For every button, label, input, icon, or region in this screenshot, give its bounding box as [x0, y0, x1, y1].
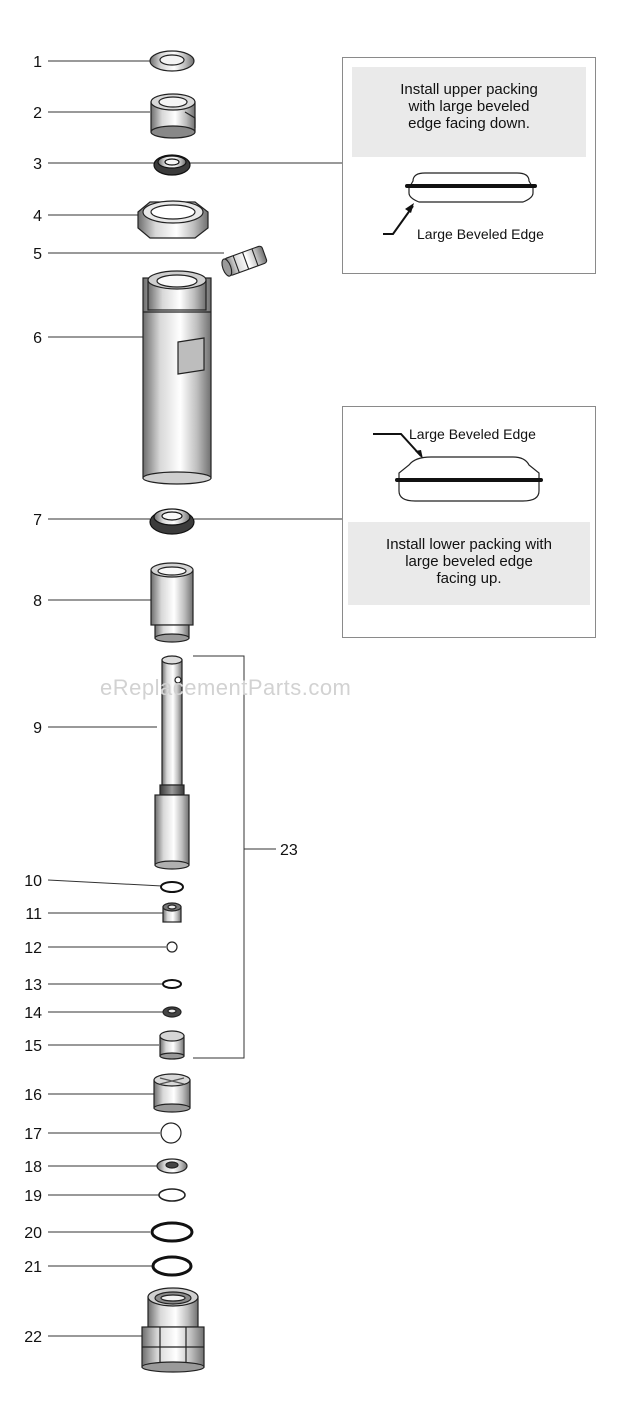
- upper-packing-callout: Install upper packing with large beveled…: [342, 57, 596, 274]
- part-6-cylinder-icon: [142, 270, 212, 485]
- lower-packing-callout: Large Beveled Edge Install lower packing…: [342, 406, 596, 638]
- part-4-jam-nut-icon: [137, 200, 209, 239]
- part-16-cage-icon: [153, 1073, 191, 1113]
- part-number-22: 22: [24, 1329, 42, 1346]
- part-20-o-ring-icon: [150, 1221, 194, 1243]
- part-13-washer-icon: [162, 979, 182, 989]
- part-1-ring-icon: [149, 50, 195, 72]
- lower-packing-note-line-3: facing up.: [436, 570, 502, 587]
- part-17-ball-icon: [160, 1122, 182, 1144]
- part-number-12: 12: [24, 940, 42, 957]
- upper-packing-bevel-icon: [383, 172, 537, 235]
- part-number-2: 2: [33, 105, 42, 122]
- part-number-5: 5: [33, 246, 42, 263]
- part-number-20: 20: [24, 1225, 42, 1242]
- part-21-o-ring-icon: [151, 1255, 193, 1277]
- part-5-fitting-icon: [221, 245, 268, 277]
- part-number-11: 11: [25, 906, 42, 923]
- part-14-seat-icon: [162, 1006, 182, 1018]
- part-11-housing-icon: [162, 902, 182, 923]
- assembly-number-23: 23: [280, 842, 298, 859]
- part-number-15: 15: [24, 1038, 42, 1055]
- upper-packing-note-line-1: Install upper packing: [400, 81, 538, 98]
- part-number-19: 19: [24, 1188, 42, 1205]
- part-number-1: 1: [33, 54, 42, 71]
- part-18-seat-icon: [156, 1158, 188, 1174]
- part-number-4: 4: [33, 208, 42, 225]
- part-8-sleeve-icon: [150, 562, 194, 643]
- upper-packing-note-line-3: edge facing down.: [408, 115, 530, 132]
- part-number-17: 17: [24, 1126, 42, 1143]
- part-number-18: 18: [24, 1159, 42, 1176]
- upper-bevel-edge-label: Large Beveled Edge: [417, 226, 544, 242]
- part-12-ball-icon: [166, 941, 178, 953]
- lower-packing-note-line-1: Install lower packing with: [386, 536, 552, 553]
- part-number-9: 9: [33, 720, 42, 737]
- part-number-8: 8: [33, 593, 42, 610]
- lower-packing-note: Install lower packing with large beveled…: [348, 522, 590, 605]
- part-number-10: 10: [24, 873, 42, 890]
- part-number-21: 21: [24, 1259, 42, 1276]
- part-number-6: 6: [33, 330, 42, 347]
- part-number-13: 13: [24, 977, 42, 994]
- lower-packing-note-line-2: large beveled edge: [405, 553, 533, 570]
- part-2-nut-icon: [150, 93, 196, 139]
- upper-packing-note: Install upper packing with large beveled…: [352, 67, 586, 157]
- part-10-o-ring-icon: [160, 881, 184, 893]
- part-number-7: 7: [33, 512, 42, 529]
- part-19-washer-icon: [158, 1188, 186, 1202]
- part-15-retainer-icon: [159, 1030, 185, 1060]
- part-number-16: 16: [24, 1087, 42, 1104]
- upper-packing-note-line-2: with large beveled: [408, 98, 530, 115]
- lower-packing-bevel-icon: [373, 433, 543, 502]
- watermark: eReplacementParts.com: [100, 675, 352, 700]
- part-7-lower-packing-icon: [149, 508, 195, 535]
- part-9-pump-rod-icon: [154, 655, 190, 870]
- part-number-14: 14: [24, 1005, 42, 1022]
- part-number-3: 3: [33, 156, 42, 173]
- part-3-upper-packing-icon: [153, 154, 191, 176]
- lower-bevel-edge-label: Large Beveled Edge: [409, 426, 536, 442]
- part-22-foot-valve-housing-icon: [141, 1287, 205, 1373]
